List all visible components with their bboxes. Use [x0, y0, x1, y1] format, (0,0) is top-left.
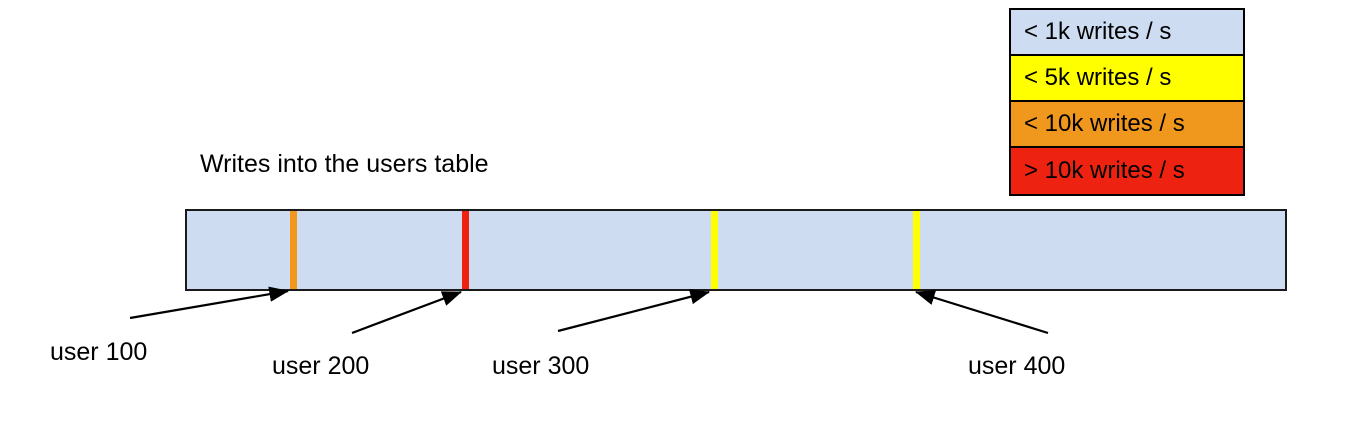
arrow-user-300 — [557, 289, 711, 333]
legend-label-10k-under: < 10k writes / s — [1024, 110, 1185, 137]
arrow-user-100 — [129, 286, 290, 320]
chart-title: Writes into the users table — [200, 150, 489, 178]
user-400-marker — [913, 211, 920, 289]
user-300-marker — [711, 211, 718, 289]
user-200-marker — [462, 211, 469, 289]
user-100-marker — [290, 211, 297, 289]
legend-label-5k: < 5k writes / s — [1024, 64, 1172, 91]
legend-row-10k-over: > 10k writes / s — [1011, 148, 1243, 194]
users-table-bar — [185, 209, 1287, 291]
pointer-label-user-400: user 400 — [968, 352, 1066, 380]
legend-label-1k: < 1k writes / s — [1024, 18, 1172, 45]
legend-row-10k-under: < 10k writes / s — [1011, 102, 1243, 148]
arrow-user-400 — [914, 290, 1049, 335]
legend-row-1k: < 1k writes / s — [1011, 10, 1243, 56]
legend: < 1k writes / s < 5k writes / s < 10k wr… — [1009, 8, 1245, 196]
pointer-label-user-300: user 300 — [492, 352, 590, 380]
legend-label-10k-over: > 10k writes / s — [1024, 157, 1185, 184]
pointer-label-user-100: user 100 — [50, 338, 148, 366]
pointer-label-user-200: user 200 — [272, 352, 370, 380]
legend-row-5k: < 5k writes / s — [1011, 56, 1243, 102]
arrow-user-200 — [351, 290, 463, 335]
